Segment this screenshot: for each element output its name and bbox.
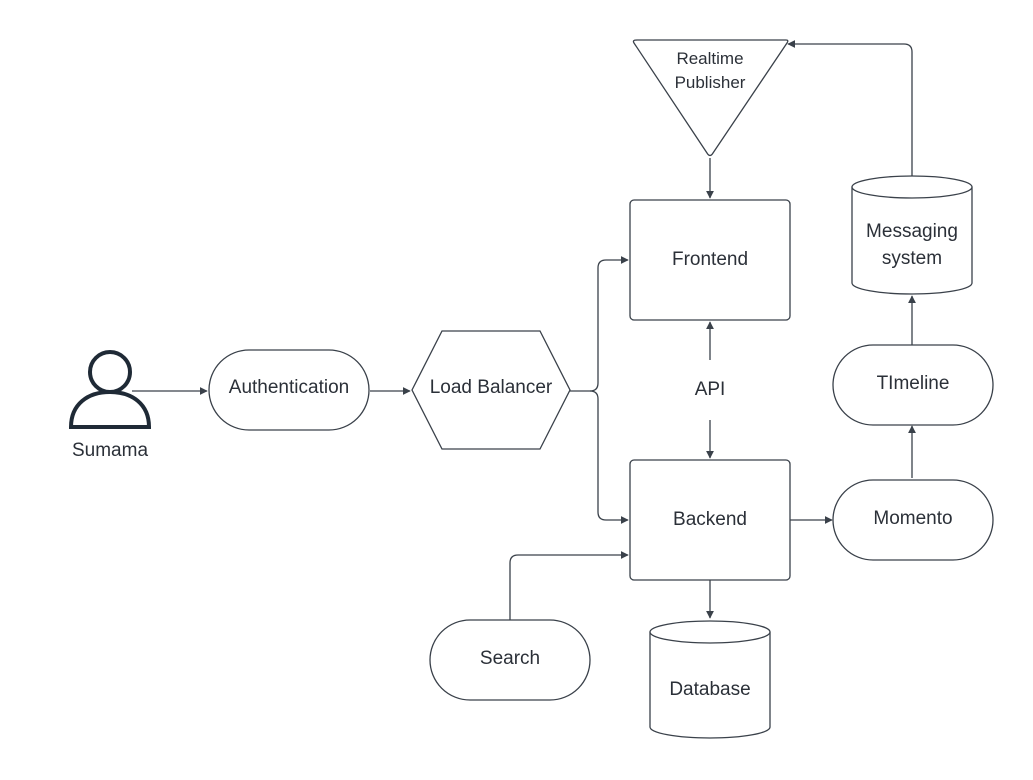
realtime-publisher-node: Realtime Publisher bbox=[632, 39, 789, 157]
messaging-system-label-line2: system bbox=[882, 248, 942, 269]
load-balancer-node: Load Balancer bbox=[411, 330, 571, 450]
authentication-node: Authentication bbox=[208, 349, 370, 431]
edge-messaging-publisher bbox=[787, 40, 913, 176]
realtime-publisher-label-line2: Publisher bbox=[675, 73, 746, 92]
api-label: API bbox=[695, 379, 726, 400]
database-label: Database bbox=[669, 679, 750, 700]
frontend-node: Frontend bbox=[629, 199, 791, 321]
timeline-node: TImeline bbox=[832, 344, 994, 426]
messaging-system-node: Messaging system bbox=[851, 175, 973, 295]
frontend-label: Frontend bbox=[672, 249, 748, 270]
backend-node: Backend bbox=[629, 459, 791, 581]
search-label: Search bbox=[480, 648, 540, 669]
timeline-label: TImeline bbox=[877, 373, 950, 394]
edge-load-balancer-backend bbox=[589, 390, 629, 524]
authentication-label: Authentication bbox=[229, 377, 349, 398]
edges bbox=[132, 40, 916, 620]
person-icon bbox=[68, 350, 152, 429]
messaging-system-label-line1: Messaging bbox=[866, 221, 958, 242]
actor-label: Sumama bbox=[72, 440, 148, 461]
momento-label: Momento bbox=[873, 508, 952, 529]
momento-node: Momento bbox=[832, 479, 994, 561]
edge-search-backend bbox=[509, 551, 629, 620]
load-balancer-label: Load Balancer bbox=[430, 377, 553, 398]
database-node: Database bbox=[649, 620, 771, 739]
actor: Sumama bbox=[68, 350, 152, 461]
backend-label: Backend bbox=[673, 509, 747, 530]
edge-load-balancer-frontend bbox=[570, 256, 629, 392]
realtime-publisher-label-line1: Realtime bbox=[676, 49, 743, 68]
search-node: Search bbox=[429, 619, 591, 701]
